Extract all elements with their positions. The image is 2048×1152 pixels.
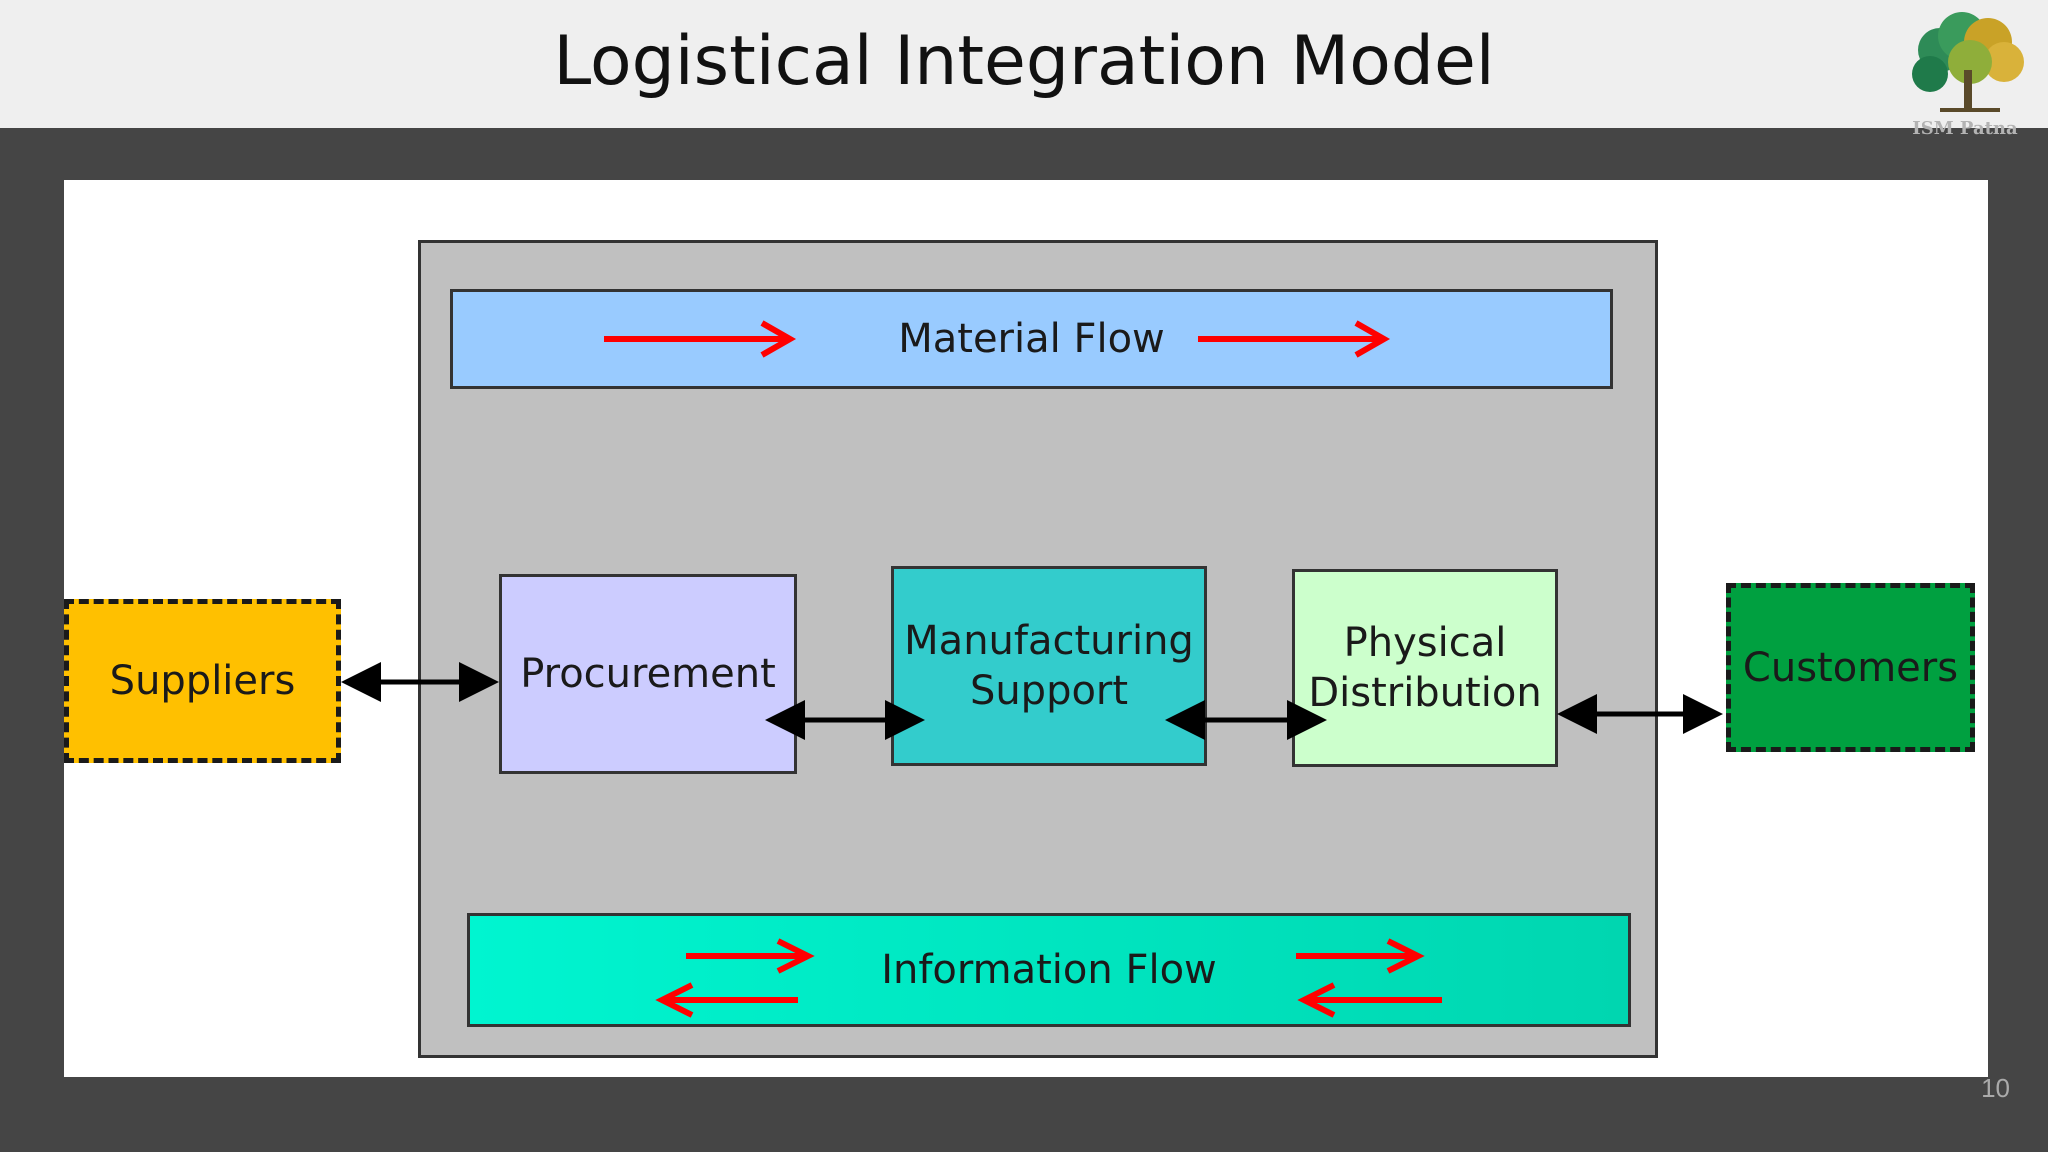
customers-label: Customers [1742,644,1959,691]
tree-logo-icon [1912,12,2024,112]
suppliers-label: Suppliers [109,658,296,704]
physical-distribution-box: Physical Distribution [1292,569,1558,767]
manufacturing-label-line2: Support [969,668,1129,714]
physical-label-line2: Distribution [1308,670,1542,716]
customers-box: Customers [1726,583,1975,752]
page-number: 10 [1981,1073,2010,1103]
slide-title: Logistical Integration Model [553,22,1495,101]
suppliers-box: Suppliers [64,599,341,763]
information-flow-box: Information Flow [467,913,1631,1027]
information-flow-label: Information Flow [881,947,1217,993]
manufacturing-label-line1: Manufacturing [904,618,1194,664]
material-flow-arrow-right [1198,320,1391,358]
material-flow-arrow-left [604,320,797,358]
physical-label-line1: Physical [1343,620,1507,666]
manufacturing-support-box: Manufacturing Support [891,566,1207,766]
procurement-label: Procurement [520,651,776,697]
procurement-box: Procurement [499,574,797,774]
slide-header [0,0,2048,128]
logo-caption: ISM Patna [1912,118,2018,139]
material-flow-label: Material Flow [898,316,1165,362]
information-flow-arrows-right [1296,938,1442,1018]
information-flow-arrows-left [655,938,815,1018]
